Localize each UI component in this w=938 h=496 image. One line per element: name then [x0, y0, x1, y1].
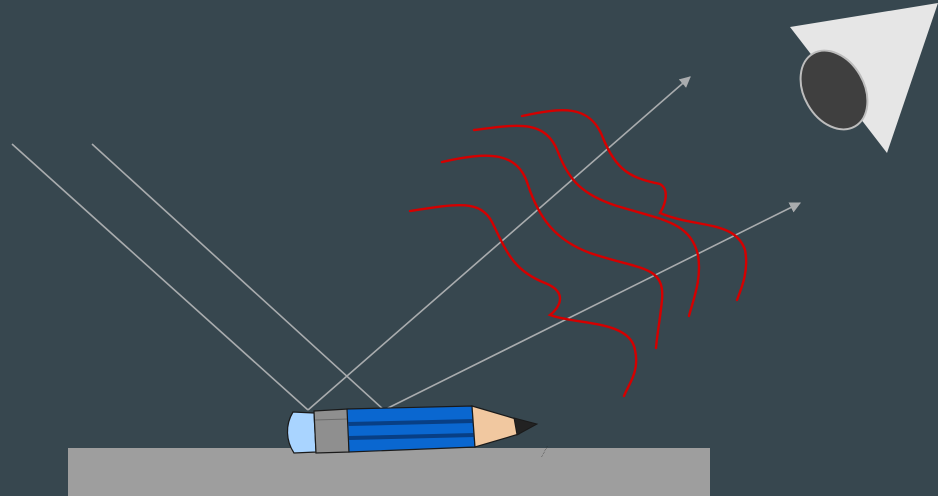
wave-line-4 [520, 109, 748, 302]
pencil-icon: ········ [286, 405, 551, 459]
reflected-ray-1 [307, 76, 691, 411]
incident-ray-2 [91, 143, 385, 411]
lamp-bulb [799, 49, 869, 131]
pencil-eraser [286, 411, 317, 454]
wave-line-2 [440, 154, 664, 350]
pencil-credit-mark: ········ [539, 445, 550, 459]
pencil-lead [513, 417, 539, 436]
wave-line-1 [408, 204, 638, 398]
pencil-ferrule [313, 408, 350, 454]
table-surface [68, 448, 710, 496]
pencil-body [346, 405, 476, 453]
incident-ray-1 [11, 143, 309, 411]
wave-line-3 [472, 124, 701, 318]
pencil-body-stripe [348, 419, 474, 426]
pencil-body-stripe [349, 433, 475, 440]
lamp-shade [790, 3, 938, 153]
lamp-icon [790, 3, 938, 153]
pencil-ferrule-band [314, 418, 349, 421]
reflected-ray-2 [383, 202, 802, 411]
